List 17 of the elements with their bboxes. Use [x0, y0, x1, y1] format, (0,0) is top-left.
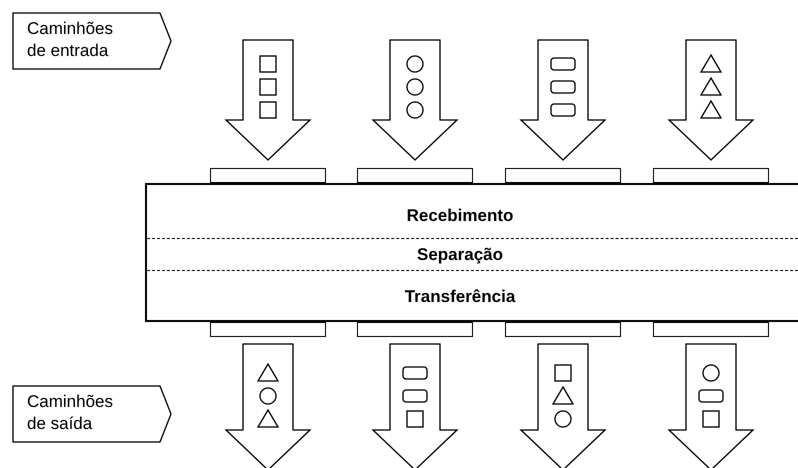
label-tag [12, 385, 172, 443]
process-label: Transferência [404, 286, 516, 308]
block-arrow [224, 343, 312, 468]
dock-door [210, 168, 326, 183]
process-label: Recebimento [406, 204, 514, 226]
dock-door [357, 322, 473, 337]
dock-door [210, 322, 326, 337]
dock-door [653, 168, 769, 183]
dock-building [145, 183, 798, 322]
dock-door [505, 168, 621, 183]
label-tag [12, 12, 172, 70]
dock-door [357, 168, 473, 183]
dock-door [653, 322, 769, 337]
dock-door [505, 322, 621, 337]
tag-label: Caminhões de saída [27, 391, 114, 435]
process-label: Separação [416, 244, 504, 266]
tag-label: Caminhões de entrada [27, 18, 114, 62]
